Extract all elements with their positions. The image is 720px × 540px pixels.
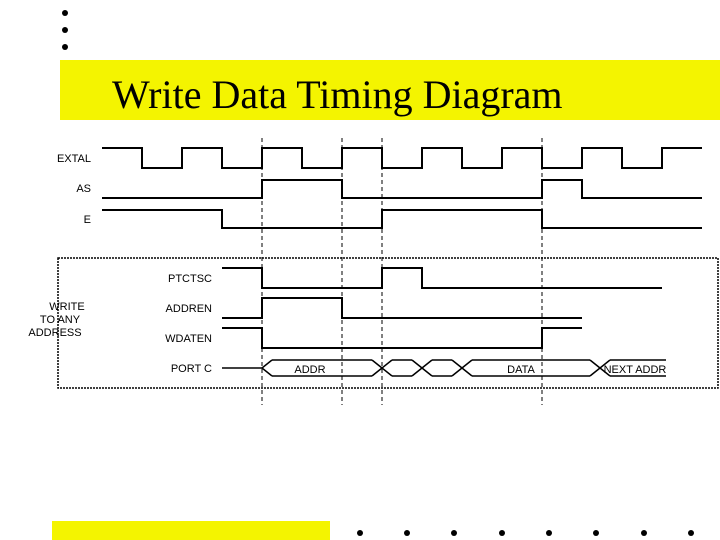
waveform-as	[102, 179, 702, 199]
footer-dot-6	[593, 530, 599, 536]
label-e: E	[84, 214, 91, 226]
waveform-extal	[102, 147, 702, 169]
footer-dot-1	[357, 530, 363, 536]
bullet-dot-2	[62, 27, 68, 33]
label-as: AS	[76, 183, 91, 195]
bullet-dot-3	[62, 44, 68, 50]
label-addren: ADDREN	[166, 303, 213, 315]
footer-dot-4	[499, 530, 505, 536]
label-wdaten: WDATEN	[165, 333, 212, 345]
group-label-line-3: ADDRESS	[28, 327, 81, 339]
group-label-line-2: TO ANY	[40, 314, 81, 326]
slide-title: Write Data Timing Diagram	[112, 72, 563, 117]
footer-dot-8	[688, 530, 694, 536]
title-band: Write Data Timing Diagram	[60, 60, 720, 120]
waveform-portc	[222, 359, 666, 377]
bullet-dot-1	[62, 10, 68, 16]
waveform-wdaten	[222, 327, 582, 349]
footer-dot-5	[546, 530, 552, 536]
footer-dot-3	[451, 530, 457, 536]
label-portc: PORT C	[171, 363, 212, 375]
waveform-addren	[222, 297, 582, 319]
footer-band	[52, 521, 330, 540]
waveform-e	[102, 209, 702, 229]
bus-value-next-addr: NEXT ADDR	[604, 364, 667, 376]
waveform-ptctsc	[222, 267, 662, 289]
footer-dot-2	[404, 530, 410, 536]
footer-dot-7	[641, 530, 647, 536]
label-ptctsc: PTCTSC	[168, 273, 212, 285]
label-extal: EXTAL	[57, 153, 91, 165]
bus-value-addr: ADDR	[294, 364, 325, 376]
write-group-box	[57, 257, 719, 389]
group-label-line-1: WRITE	[49, 301, 84, 313]
bus-value-data: DATA	[507, 364, 535, 376]
